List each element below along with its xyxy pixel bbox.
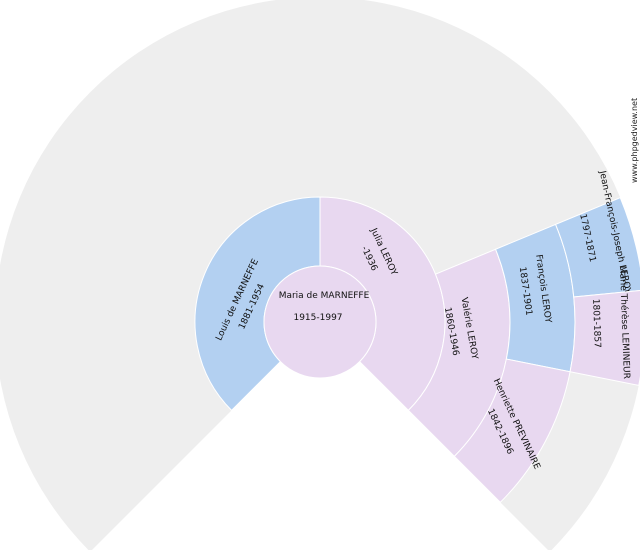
great-great-grandmother-segment[interactable] [569, 289, 640, 386]
great-great-grandmother-name: Marie Thérèse LEMINEUR [617, 266, 632, 379]
root-name: Maria de MARNEFFE [279, 291, 370, 301]
watermark-text: www.phpgedview.net [630, 98, 639, 183]
root-person-circle[interactable] [263, 265, 377, 379]
great-great-grandmother-dates: 1801-1857 [590, 299, 602, 348]
root-dates: 1915-1997 [293, 313, 342, 323]
great-grandmother-segment[interactable] [453, 358, 571, 504]
